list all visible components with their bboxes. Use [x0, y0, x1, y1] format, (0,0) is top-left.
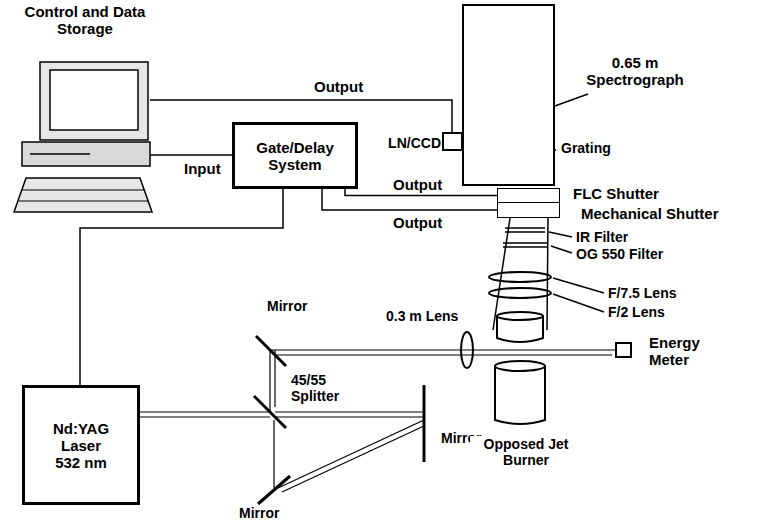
signal-label: Input [183, 160, 222, 177]
laser-beam [275, 354, 612, 355]
part-label: Control and Data Storage [5, 3, 165, 37]
key-row [19, 201, 148, 202]
box-label: Gate/Delay System [245, 139, 345, 173]
keyboard [14, 178, 152, 212]
lower-nozzle-rim [495, 361, 545, 371]
leader-line [553, 294, 604, 312]
signal-label: Output [313, 78, 364, 95]
part-label: 0.3 m Lens [385, 308, 459, 324]
signal-label: Output [392, 214, 443, 231]
part-label: OG 550 Filter [575, 246, 664, 262]
lens-f75 [489, 272, 551, 282]
part-label: F/7.5 Lens [607, 285, 677, 301]
lens-f2 [489, 288, 551, 298]
leader-line [549, 232, 572, 237]
part-label: Energy Meter [649, 334, 715, 368]
monitor [40, 62, 148, 140]
part-label: Mechanical Shutter [581, 205, 719, 222]
signal-label: Output [392, 176, 443, 193]
laser-beam [140, 416, 270, 417]
opposed-jet-burner [495, 312, 545, 424]
part-label: Grating [560, 140, 612, 156]
og-filter [503, 246, 547, 248]
computer-node: Control and Data Storage [15, 58, 150, 218]
part-label: Opposed Jet Burner [470, 436, 582, 468]
equipment-box: Mechanical Shutter [497, 202, 560, 218]
part-label: Mirror [238, 505, 280, 521]
equipment-box: Gate/Delay System [232, 122, 358, 189]
part-label: Mirror [266, 298, 308, 314]
laser-beam [275, 416, 424, 417]
laser-beam [273, 420, 274, 488]
ir-filter [505, 231, 545, 233]
laser-beam [140, 350, 615, 412]
ir-filter [505, 227, 545, 229]
signal-wire [80, 189, 283, 385]
part-label: F/2 Lens [607, 304, 666, 320]
part-label: FLC Shutter [573, 185, 659, 202]
drive-slot [30, 153, 90, 155]
upper-nozzle-rim [497, 312, 543, 320]
part-label: IR Filter [575, 229, 629, 245]
key-row [22, 190, 144, 191]
equipment-box: Energy Meter [615, 342, 632, 358]
og-filter [503, 242, 547, 244]
ccd-camera [443, 133, 462, 150]
mirror [423, 385, 426, 462]
system-unit [22, 142, 150, 166]
equipment-box: Nd:YAG Laser 532 nm [22, 385, 140, 505]
equipment-box: 0.65 m Spectrograph [462, 4, 555, 186]
part-label: 0.65 m Spectrograph [574, 54, 696, 88]
laser-beam [275, 411, 424, 412]
laser-beam [274, 350, 275, 407]
laser-beam [278, 420, 424, 488]
equipment-box: FLC Shutter [497, 188, 560, 203]
leader-line [551, 246, 572, 253]
mirror [256, 336, 286, 366]
beam-optics [140, 336, 612, 504]
box-label: Nd:YAG Laser 532 nm [48, 420, 114, 471]
leader-line [553, 278, 604, 293]
computer-icon [14, 62, 152, 212]
laser-beam [282, 426, 424, 492]
part-label: 45/55 Splitter [290, 372, 354, 404]
monitor-screen [50, 70, 138, 130]
part-label: LN/CCD [382, 135, 442, 151]
signal-wire [150, 154, 232, 156]
lower-nozzle [495, 366, 545, 424]
